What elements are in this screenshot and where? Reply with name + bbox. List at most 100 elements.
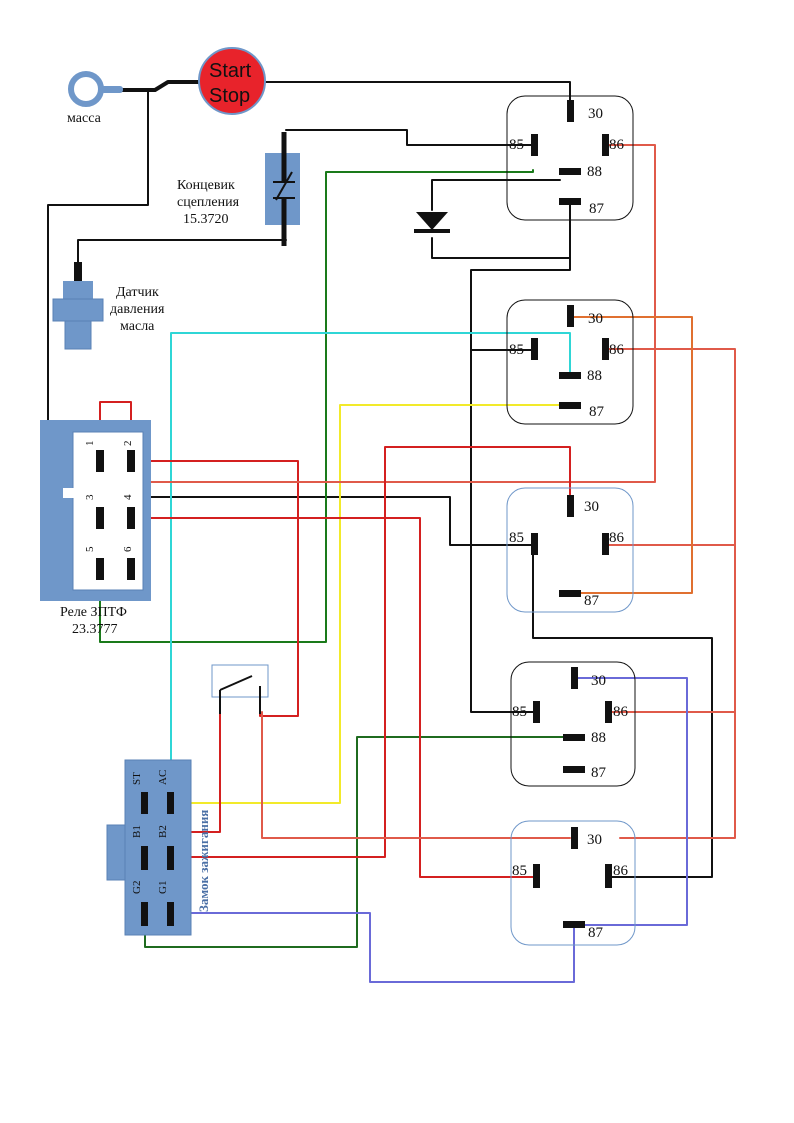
relay-1-pin-86 <box>602 134 609 156</box>
oil-sensor-top <box>63 281 93 299</box>
wire-red-ign-b2-to-relay3-30 <box>144 446 571 858</box>
wire-orange-relay2-30-to-relay3-87 <box>569 316 693 594</box>
relay-4-body <box>510 661 636 787</box>
relay-4-label-86: 86 <box>613 704 629 720</box>
start-stop-line2: Stop <box>209 85 250 107</box>
wire-clutch-to-oil-sensor <box>77 239 287 266</box>
relay-2-pin-86 <box>602 338 609 360</box>
zptf-pin-4 <box>127 507 135 529</box>
ground-terminal: масса <box>67 71 123 126</box>
relay-1-label-88: 88 <box>587 164 602 180</box>
wire-salmon-zptf-4-to-relay1-86 <box>130 144 656 483</box>
wire-zptf-3-to-relay3-85 <box>99 496 534 546</box>
clutch-switch-label-2: сцепления <box>177 195 240 210</box>
ignition-pin-g2 <box>141 902 148 926</box>
relay-4-pin-86 <box>605 701 612 723</box>
relay-4-label-88: 88 <box>591 730 606 746</box>
relay-4-pin-88 <box>563 734 585 741</box>
zptf-pin-3 <box>96 507 104 529</box>
wire-cyan-ign-ac-to-relay2-88 <box>170 332 571 791</box>
wire-relay1-87-bus <box>470 201 571 713</box>
relay-2-pin-85 <box>531 338 538 360</box>
oil-sensor-label-3: масла <box>120 319 155 334</box>
wire-salmon-switch-to-relay5-30 <box>261 711 571 839</box>
oil-sensor-label-1: Датчик <box>116 285 159 300</box>
wire-ground-to-button <box>102 80 200 92</box>
relay-2: 30 85 86 88 87 <box>506 299 634 425</box>
relay-2-pin-30 <box>567 305 574 327</box>
diode-triangle-icon <box>416 212 448 230</box>
relay-5-label-86: 86 <box>613 863 629 879</box>
relay-1-label-86: 86 <box>609 137 625 153</box>
ignition-tab <box>106 824 128 881</box>
toggle-switch-lever <box>219 675 253 691</box>
relay-2-pin-87 <box>559 402 581 409</box>
relay-1-pin-30 <box>567 100 574 122</box>
relay-1-pin-87 <box>559 198 581 205</box>
relay-3-pin-85 <box>531 533 538 555</box>
relay-4-label-85: 85 <box>512 704 527 720</box>
relay-1-label-87: 87 <box>589 201 605 217</box>
oil-pressure-sensor: Датчик давления масла <box>52 262 165 350</box>
zptf-pin-label-2: 2 <box>122 441 134 447</box>
oil-sensor-hex <box>52 298 104 322</box>
relay-1-label-30: 30 <box>588 106 603 122</box>
wire-diode-to-bus <box>431 237 571 259</box>
ignition-pin-label-ac: AC <box>157 770 169 785</box>
toggle-switch <box>211 664 269 714</box>
ignition-pin-st <box>141 792 148 814</box>
zptf-relay-notch <box>63 488 75 498</box>
ignition-pin-b1 <box>141 846 148 870</box>
relay-1: 30 85 86 88 87 <box>506 95 634 221</box>
oil-sensor-pin <box>74 262 82 282</box>
relay-3-pin-30 <box>567 495 574 517</box>
relay-3-body <box>506 487 634 613</box>
ignition-lock: ST AC B1 B2 G2 G1 Замок зажигания <box>106 759 211 936</box>
start-stop-button[interactable]: Start Stop <box>198 47 266 115</box>
relay-5-label-30: 30 <box>587 832 602 848</box>
toggle-switch-box <box>211 664 269 698</box>
relay-1-pin-85 <box>531 134 538 156</box>
ground-label: масса <box>67 111 102 126</box>
relay-2-pin-88 <box>559 372 581 379</box>
relay-5-pin-85 <box>533 864 540 888</box>
zptf-relay-label-1: Реле ЗПТФ <box>60 605 127 620</box>
relay-4-pin-87 <box>563 766 585 773</box>
wire-yellow-ign-st-to-relay2-87 <box>144 404 561 804</box>
wire-relay1-88-to-diode <box>431 179 561 211</box>
wire-red-zptf-4-to-relay5-85 <box>130 517 536 878</box>
ignition-title: Замок зажигания <box>196 810 211 912</box>
relay-4: 30 85 86 88 87 <box>510 661 636 787</box>
start-stop-line1: Start <box>209 60 252 82</box>
zptf-pin-5 <box>96 558 104 580</box>
relay-4-pin-85 <box>533 701 540 723</box>
relay-5-pin-30 <box>571 827 578 849</box>
relay-2-label-87: 87 <box>589 404 605 420</box>
relay-2-label-85: 85 <box>509 342 524 358</box>
relay-3-label-85: 85 <box>509 530 524 546</box>
relay-5-label-85: 85 <box>512 863 527 879</box>
wires <box>47 80 736 983</box>
zptf-pin-label-6: 6 <box>122 546 134 552</box>
zptf-pin-2 <box>127 450 135 472</box>
wire-button-to-relay1-30 <box>264 81 571 103</box>
relay-3-label-86: 86 <box>609 530 625 546</box>
relay-4-label-87: 87 <box>591 765 607 781</box>
diode <box>414 212 450 233</box>
wire-relay3-85-to-relay5-86 <box>532 547 713 878</box>
ignition-pin-label-b1: B1 <box>131 825 143 838</box>
relay-4-pin-30 <box>571 667 578 689</box>
clutch-switch: Концевик сцепления 15.3720 <box>177 132 300 246</box>
relay-1-body <box>506 95 634 221</box>
oil-sensor-label-2: давления <box>110 302 165 317</box>
relay-2-label-88: 88 <box>587 368 602 384</box>
ignition-pin-label-b2: B2 <box>157 825 169 838</box>
relay-2-label-30: 30 <box>588 311 603 327</box>
relay-5-pin-87 <box>563 921 585 928</box>
zptf-pin-1 <box>96 450 104 472</box>
relay-5-label-87: 87 <box>588 925 604 941</box>
zptf-relay: 1 2 3 4 5 6 Реле ЗПТФ 23.3777 <box>40 420 151 637</box>
wire-clutch-to-relay1-85 <box>285 129 534 146</box>
relay-1-label-85: 85 <box>509 137 524 153</box>
